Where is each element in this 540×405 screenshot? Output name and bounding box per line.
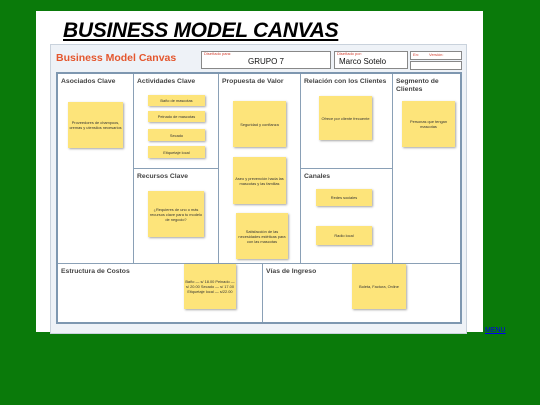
menu-link[interactable]: MENU xyxy=(485,327,506,334)
sticky-note[interactable]: Peinado de mascotas xyxy=(148,111,205,122)
version-field[interactable] xyxy=(410,61,462,70)
cell-estructura-costos: Estructura de Costos Baño — s/ 18.00 Pei… xyxy=(58,264,263,322)
designed-for-field[interactable]: Diseñado para: GRUPO 7 xyxy=(201,51,331,69)
cell-asociados-clave: Asociados Clave Proveedores de champoos,… xyxy=(58,74,134,264)
asociados-clave-title: Asociados Clave xyxy=(61,78,116,85)
sticky-note[interactable]: Proveedores de champoos, cremas y utensi… xyxy=(68,102,123,148)
sticky-note[interactable]: Secado xyxy=(148,129,205,141)
business-model-canvas: Business Model Canvas Diseñado para: GRU… xyxy=(50,44,467,334)
designed-by-label: Diseñado por: xyxy=(337,51,362,56)
designed-for-value: GRUPO 7 xyxy=(247,57,284,66)
actividades-clave-title: Actividades Clave xyxy=(137,78,196,85)
sticky-note[interactable]: Redes sociales xyxy=(316,189,372,206)
sticky-note[interactable]: Boleta, Factura, Online xyxy=(352,264,406,309)
canales-title: Canales xyxy=(304,173,331,180)
canvas-grid: Asociados Clave Proveedores de champoos,… xyxy=(56,72,462,324)
version-label: Versión: xyxy=(429,52,444,57)
segmento-clientes-title: Segmento de Clientes xyxy=(396,78,439,93)
sticky-note[interactable]: Baño — s/ 18.00 Peinado — s/ 20.00 Secad… xyxy=(184,264,236,309)
sticky-note[interactable]: Baño de mascotas xyxy=(148,95,205,106)
sticky-note[interactable]: Aseo y prevención hacia las mascotas y l… xyxy=(233,157,286,204)
sticky-note[interactable]: Radio local xyxy=(316,226,372,245)
sticky-note[interactable]: Seguridad y confianza xyxy=(233,101,286,147)
estructura-costos-title: Estructura de Costos xyxy=(61,268,130,275)
designed-by-value: Marco Sotelo xyxy=(339,57,387,66)
cell-recursos-clave: Recursos Clave ¿Requieres de uno o más r… xyxy=(134,169,219,264)
date-field[interactable]: En: Versión: xyxy=(410,51,462,60)
sticky-note[interactable]: Satisfacción de las necesidades estética… xyxy=(236,213,288,259)
recursos-clave-title: Recursos Clave xyxy=(137,173,189,180)
relacion-clientes-title: Relación con los Clientes xyxy=(304,78,387,85)
cell-relacion-clientes: Relación con los Clientes Ofrece por cli… xyxy=(301,74,393,169)
cell-actividades-clave: Actividades Clave Baño de mascotas Peina… xyxy=(134,74,219,169)
sticky-note[interactable]: Ofrece por cliente frecuente xyxy=(319,96,372,140)
propuesta-de-valor-title: Propuesta de Valor xyxy=(222,78,284,85)
slide-title: BUSINESS MODEL CANVAS xyxy=(63,19,339,42)
sticky-note[interactable]: ¿Requieres de uno o más recursos clave p… xyxy=(148,191,204,237)
vias-ingreso-title: Vías de Ingreso xyxy=(266,268,317,275)
sticky-note[interactable]: Personas que tengan mascotas xyxy=(402,101,455,147)
slide: BUSINESS MODEL CANVAS Business Model Can… xyxy=(36,11,483,334)
cell-segmento-clientes: Segmento de Clientes Personas que tengan… xyxy=(393,74,460,264)
cell-propuesta-de-valor: Propuesta de Valor Seguridad y confianza… xyxy=(219,74,301,264)
cell-canales: Canales Redes sociales Radio local xyxy=(301,169,393,264)
designed-by-field[interactable]: Diseñado por: Marco Sotelo xyxy=(334,51,408,69)
date-label: En: xyxy=(413,52,420,57)
designed-for-label: Diseñado para: xyxy=(204,51,232,56)
canvas-title: Business Model Canvas xyxy=(56,52,177,64)
sticky-note[interactable]: Etiquetaje local xyxy=(148,146,205,158)
cell-vias-ingreso: Vías de Ingreso Boleta, Factura, Online xyxy=(263,264,460,322)
